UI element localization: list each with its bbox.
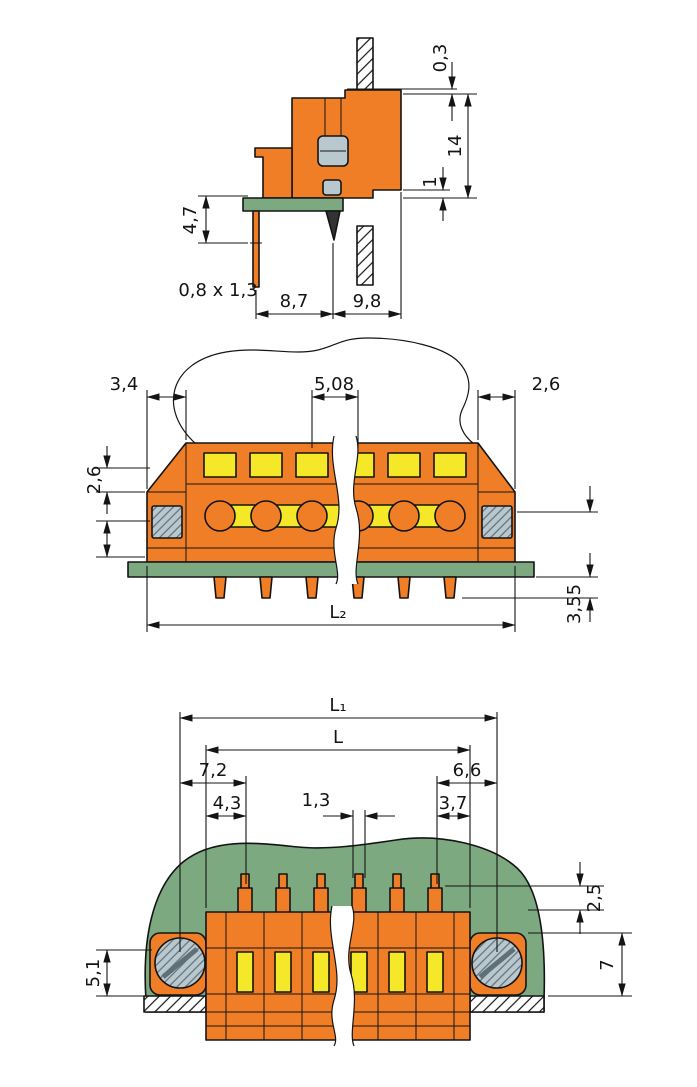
pcb-front bbox=[127, 561, 535, 578]
pin bbox=[351, 887, 367, 915]
wire-outline bbox=[172, 337, 475, 445]
panel-cut-lower bbox=[356, 225, 374, 286]
dim-L: L bbox=[333, 727, 343, 748]
dim-7: 7 bbox=[597, 959, 618, 970]
front-view: 3,4 5,08 2,6 2,6 3,55 bbox=[84, 337, 598, 632]
dim-9-8: 9,8 bbox=[353, 291, 382, 312]
slot bbox=[426, 951, 444, 993]
pin bbox=[237, 887, 253, 915]
flange-screw-left-front bbox=[151, 505, 183, 539]
dim-3-55: 3,55 bbox=[564, 584, 585, 624]
break-band bbox=[332, 436, 360, 584]
screw-circle bbox=[388, 500, 420, 532]
dim-2-6-right: 2,6 bbox=[532, 374, 561, 395]
terminal-slots-front bbox=[203, 452, 467, 478]
break-line bbox=[348, 905, 356, 1047]
solder-pin-long bbox=[252, 210, 260, 288]
break-line bbox=[352, 435, 361, 585]
pin bbox=[443, 576, 457, 599]
dim-L1: L₁ bbox=[329, 695, 346, 716]
dim-3-7: 3,7 bbox=[439, 793, 468, 814]
break-band bbox=[330, 906, 355, 1046]
dim-7-2: 7,2 bbox=[199, 760, 228, 781]
pin bbox=[305, 576, 319, 599]
dim-8-7: 8,7 bbox=[280, 291, 309, 312]
lower-screw-side bbox=[322, 179, 342, 196]
pin bbox=[389, 887, 405, 915]
dim-0-8x1-3: 0,8 x 1,3 bbox=[178, 280, 257, 301]
front-dimensions: 3,4 5,08 2,6 2,6 3,55 bbox=[84, 374, 598, 632]
pin bbox=[275, 887, 291, 915]
break-line bbox=[329, 905, 338, 1047]
screw-circle bbox=[434, 500, 466, 532]
solder-pins-top bbox=[237, 873, 443, 915]
screw-slot-right bbox=[478, 947, 516, 979]
pin bbox=[313, 887, 329, 915]
terminal-slots-top bbox=[236, 951, 444, 993]
slot bbox=[249, 452, 283, 478]
dim-1: 1 bbox=[420, 176, 441, 187]
slot bbox=[274, 951, 292, 993]
dim-L2: L₂ bbox=[329, 602, 346, 623]
panel-cut-left bbox=[143, 995, 207, 1013]
dim-2-6-left: 2,6 bbox=[84, 466, 105, 495]
bottom-view: L₁ L 7,2 6,6 4,3 3,7 1,3 5,1 bbox=[83, 695, 632, 1047]
dim-2-5: 2,5 bbox=[584, 884, 605, 913]
dim-6-6: 6,6 bbox=[453, 760, 482, 781]
solder-pins-front bbox=[213, 576, 457, 599]
flange-screw-right-front bbox=[481, 505, 513, 539]
clamp-screws-front bbox=[204, 500, 466, 532]
screw-slot-left bbox=[161, 947, 199, 979]
dim-5-08: 5,08 bbox=[314, 374, 354, 395]
dim-4-3: 4,3 bbox=[213, 793, 242, 814]
dim-0-3: 0,3 bbox=[430, 44, 451, 73]
screw-circle bbox=[204, 500, 236, 532]
dim-3-4: 3,4 bbox=[110, 374, 139, 395]
dim-5-1: 5,1 bbox=[83, 959, 104, 988]
bottom-dimensions: L₁ L 7,2 6,6 4,3 3,7 1,3 5,1 bbox=[83, 695, 632, 997]
slot bbox=[312, 951, 330, 993]
dim-14: 14 bbox=[445, 135, 466, 158]
slot bbox=[295, 452, 329, 478]
dim-4-7: 4,7 bbox=[180, 206, 201, 235]
pin bbox=[259, 576, 273, 599]
dim-1-3: 1,3 bbox=[302, 790, 331, 811]
slot bbox=[388, 951, 406, 993]
slot bbox=[236, 951, 254, 993]
slot bbox=[387, 452, 421, 478]
screw-circle bbox=[250, 500, 282, 532]
screw-circle bbox=[296, 500, 328, 532]
break-line bbox=[331, 435, 340, 585]
pin bbox=[213, 576, 227, 599]
solder-pin-tapered bbox=[325, 210, 341, 241]
panel-cut-right bbox=[469, 995, 545, 1013]
slot bbox=[433, 452, 467, 478]
side-view: 0,3 14 1 4,7 0,8 x 1,3 8,7 9,8 bbox=[178, 37, 477, 319]
connector-clamp-side bbox=[254, 147, 293, 199]
pin bbox=[427, 887, 443, 915]
side-dimensions: 0,3 14 1 4,7 0,8 x 1,3 8,7 9,8 bbox=[178, 44, 477, 319]
pcb-side bbox=[242, 197, 344, 212]
slot bbox=[203, 452, 237, 478]
pin bbox=[397, 576, 411, 599]
